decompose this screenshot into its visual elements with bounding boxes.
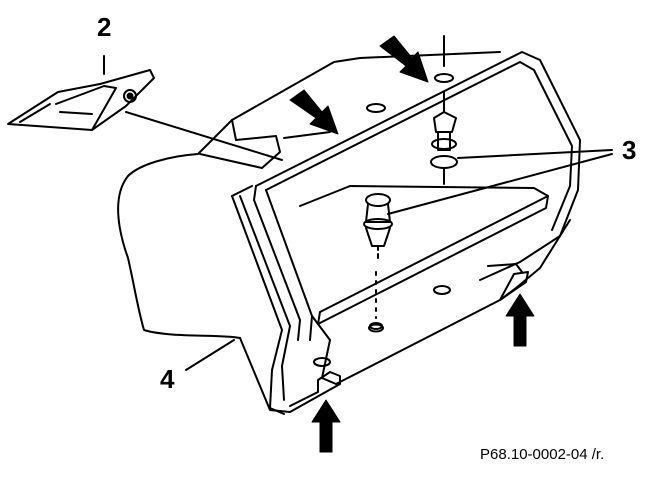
callout-label-3: 3 xyxy=(622,135,637,165)
callout-label-4: 4 xyxy=(160,364,175,394)
push-rivet-icon xyxy=(363,35,458,330)
leader-line-3b xyxy=(387,153,613,215)
clip-icon xyxy=(7,55,155,131)
leader-line-2 xyxy=(125,111,283,161)
glovebox-frame xyxy=(231,51,581,415)
glovebox-housing xyxy=(117,51,501,413)
callout-label-2: 2 xyxy=(97,12,112,42)
arrow-icon xyxy=(289,35,535,453)
glovebox-shelf xyxy=(299,185,571,385)
figure-reference-code: P68.10-0002-04 /r. xyxy=(480,446,605,463)
mounting-tabs xyxy=(289,263,529,413)
leader-line-3a xyxy=(457,149,613,159)
leader-line-4 xyxy=(185,339,235,371)
